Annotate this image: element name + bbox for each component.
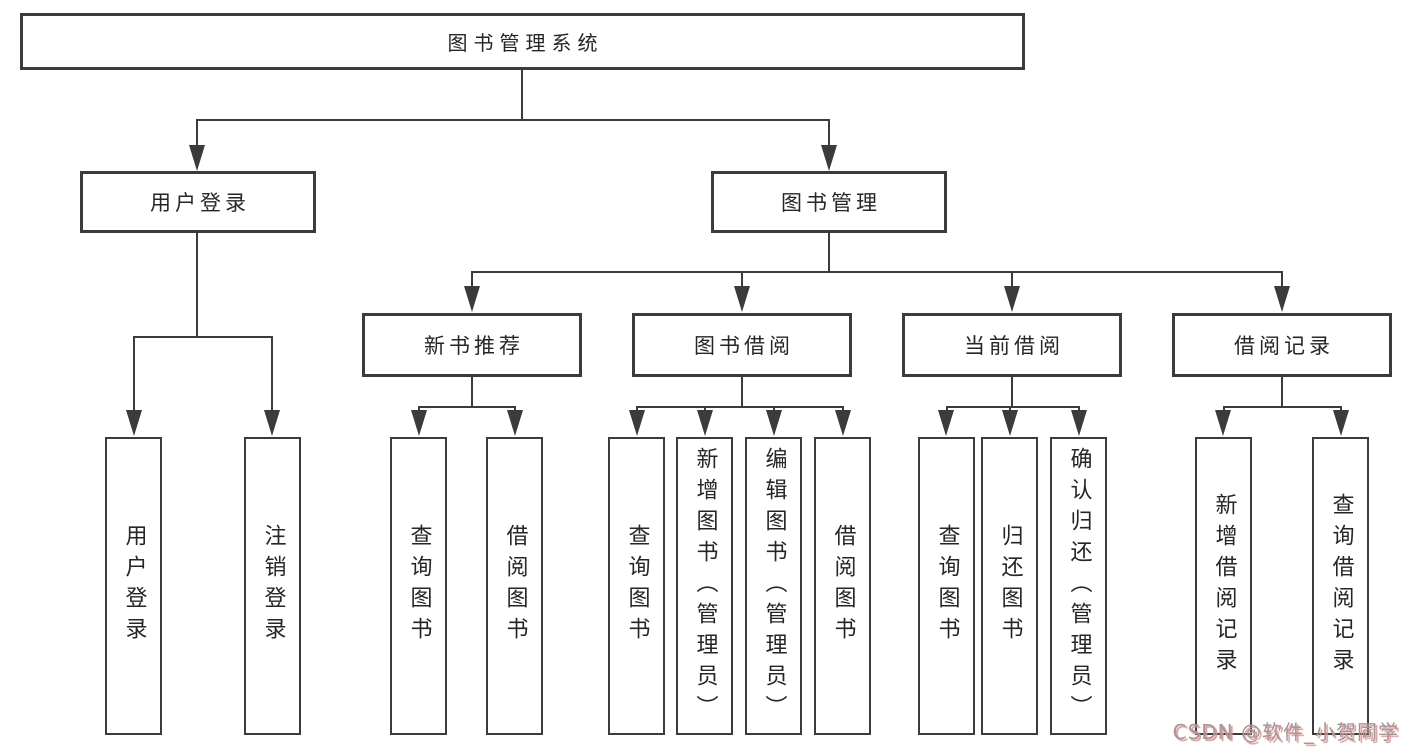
leaf-confirm-return-admin: 确认归还（管理员） (1050, 437, 1107, 735)
node-user-login: 用户登录 (80, 171, 316, 233)
arrow-down-icon (821, 145, 837, 171)
arrow-down-icon (464, 286, 480, 312)
connector-root-hline (196, 119, 830, 121)
connector-root-stem (521, 70, 523, 119)
connector-l3-stem (1011, 271, 1013, 289)
arrow-down-icon (629, 410, 645, 436)
node-borrow-record: 借阅记录 (1172, 313, 1392, 377)
leaf-borrow-book: 借阅图书 (814, 437, 871, 735)
leaf-query-book-recommend: 查询图书 (390, 437, 447, 735)
connector-bookmgmt-hline (471, 271, 1283, 273)
node-current-borrow: 当前借阅 (902, 313, 1122, 377)
node-new-book-recommend: 新书推荐 (362, 313, 582, 377)
connector-bookmgmt-stem (828, 119, 830, 148)
arrow-down-icon (1071, 410, 1087, 436)
leaf-user-login: 用户登录 (105, 437, 162, 735)
arrow-down-icon (697, 410, 713, 436)
arrow-down-icon (126, 410, 142, 436)
leaf-logout: 注销登录 (244, 437, 301, 735)
arrow-down-icon (1002, 410, 1018, 436)
connector-leaf-stem (271, 336, 273, 412)
connector-userlogin-hline (133, 336, 273, 338)
arrow-down-icon (734, 286, 750, 312)
connector-group-stem (1011, 377, 1013, 406)
leaf-add-borrow-record: 新增借阅记录 (1195, 437, 1252, 735)
arrow-down-icon (1004, 286, 1020, 312)
leaf-query-book-borrow: 查询图书 (608, 437, 665, 735)
connector-userlogin-stem (196, 119, 198, 148)
connector-group-hline (636, 406, 844, 408)
arrow-down-icon (1274, 286, 1290, 312)
connector-leaf-stem (133, 336, 135, 412)
leaf-edit-book-admin: 编辑图书（管理员） (745, 437, 802, 735)
leaf-borrow-book-recommend: 借阅图书 (486, 437, 543, 735)
node-book-management: 图书管理 (711, 171, 947, 233)
leaf-query-book-current: 查询图书 (918, 437, 975, 735)
connector-group-hline (946, 406, 1080, 408)
arrow-down-icon (264, 410, 280, 436)
connector-group-stem (1281, 377, 1283, 406)
node-root-library-system: 图书管理系统 (20, 13, 1025, 70)
arrow-down-icon (766, 410, 782, 436)
arrow-down-icon (938, 410, 954, 436)
arrow-down-icon (835, 410, 851, 436)
arrow-down-icon (507, 410, 523, 436)
leaf-return-book: 归还图书 (981, 437, 1038, 735)
connector-l3-stem (1281, 271, 1283, 289)
arrow-down-icon (1333, 410, 1349, 436)
arrow-down-icon (1215, 410, 1231, 436)
connector-group-stem (741, 377, 743, 406)
csdn-watermark: CSDN @软件_小贺同学 (1172, 720, 1399, 744)
leaf-add-book-admin: 新增图书（管理员） (676, 437, 733, 735)
connector-group-hline (418, 406, 516, 408)
connector-l3-stem (471, 271, 473, 289)
connector-l3-stem (741, 271, 743, 289)
connector-group-stem (471, 377, 473, 406)
connector-userlogin-down (196, 233, 198, 336)
node-book-borrow: 图书借阅 (632, 313, 852, 377)
arrow-down-icon (411, 410, 427, 436)
arrow-down-icon (189, 145, 205, 171)
leaf-query-borrow-record: 查询借阅记录 (1312, 437, 1369, 735)
connector-bookmgmt-down (828, 233, 830, 271)
connector-group-hline (1223, 406, 1342, 408)
